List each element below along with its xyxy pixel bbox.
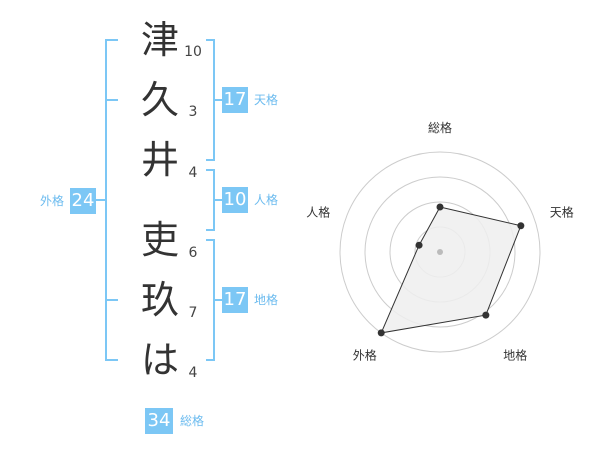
stroke-count-6: 4 <box>188 365 198 381</box>
radar-axis-label-5: 人格 <box>306 204 330 219</box>
stroke-count-2: 3 <box>188 104 198 120</box>
chikaku-value: 17 <box>222 287 248 313</box>
radar-center-dot <box>437 249 443 255</box>
jinkaku-label: 人格 <box>254 193 279 207</box>
tenkaku-value: 17 <box>222 87 248 113</box>
radar-ring-3 <box>364 176 516 328</box>
radar-point-2 <box>517 222 525 230</box>
soukaku-label: 総格 <box>180 414 205 428</box>
radar-axis-label-1: 総格 <box>428 120 452 135</box>
radar-point-3 <box>482 311 490 319</box>
chikaku-label: 地格 <box>254 293 279 307</box>
stroke-count-3: 4 <box>188 165 198 181</box>
jinkaku-value: 10 <box>222 187 248 213</box>
gaikaku-value: 24 <box>70 188 96 214</box>
radar-axis-label-2: 天格 <box>550 204 574 219</box>
name-char-5: 玖 <box>140 278 179 322</box>
name-char-2: 久 <box>140 78 179 122</box>
radar-area <box>380 206 522 334</box>
stroke-count-4: 6 <box>188 245 198 261</box>
stroke-count-1: 10 <box>184 44 202 60</box>
stroke-count-5: 7 <box>188 305 198 321</box>
radar-point-1 <box>436 203 444 211</box>
radar-ring-4 <box>339 151 541 353</box>
gaikaku-label: 外格 <box>40 194 65 208</box>
name-char-4: 吏 <box>140 218 179 262</box>
radar-axis-label-4: 外格 <box>353 348 377 363</box>
name-char-1: 津 <box>140 18 179 62</box>
name-char-6: は <box>140 338 179 382</box>
soukaku-value: 34 <box>145 408 173 434</box>
radar-point-5 <box>415 241 423 249</box>
radar-axis-label-3: 地格 <box>503 348 527 363</box>
tenkaku-label: 天格 <box>254 93 279 107</box>
radar-point-4 <box>377 329 385 337</box>
name-char-3: 井 <box>140 138 179 182</box>
